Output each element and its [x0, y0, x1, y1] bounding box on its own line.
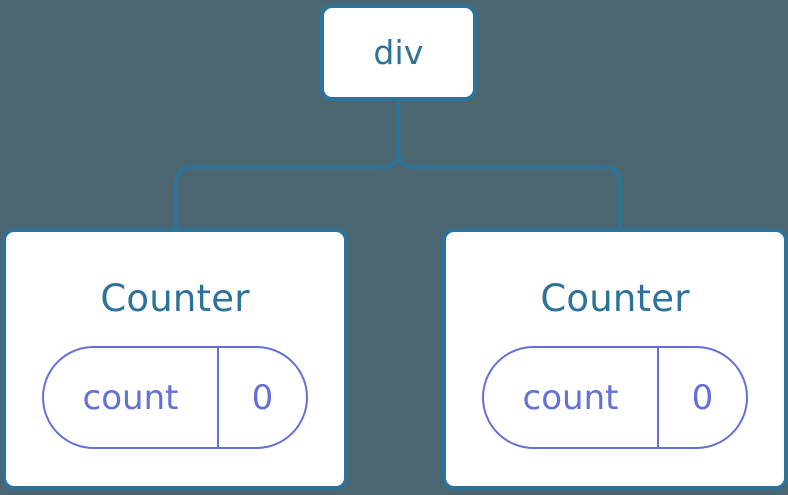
node-root-label: div: [373, 33, 424, 72]
node-counter-left-label: Counter: [100, 277, 250, 320]
node-counter-right[interactable]: Counter count 0: [442, 228, 788, 490]
state-pill-left[interactable]: count 0: [42, 346, 308, 449]
state-pill-right-key: count: [484, 348, 659, 447]
node-root-div[interactable]: div: [320, 4, 477, 101]
state-pill-left-value: 0: [251, 377, 274, 418]
node-counter-right-label: Counter: [540, 277, 690, 320]
connector-to-right-child: [396, 148, 622, 230]
state-pill-right[interactable]: count 0: [482, 346, 748, 449]
connector-to-left-child: [174, 148, 400, 230]
state-pill-left-key: count: [44, 348, 219, 447]
state-pill-right-value: 0: [691, 377, 714, 418]
node-counter-left[interactable]: Counter count 0: [2, 228, 348, 490]
